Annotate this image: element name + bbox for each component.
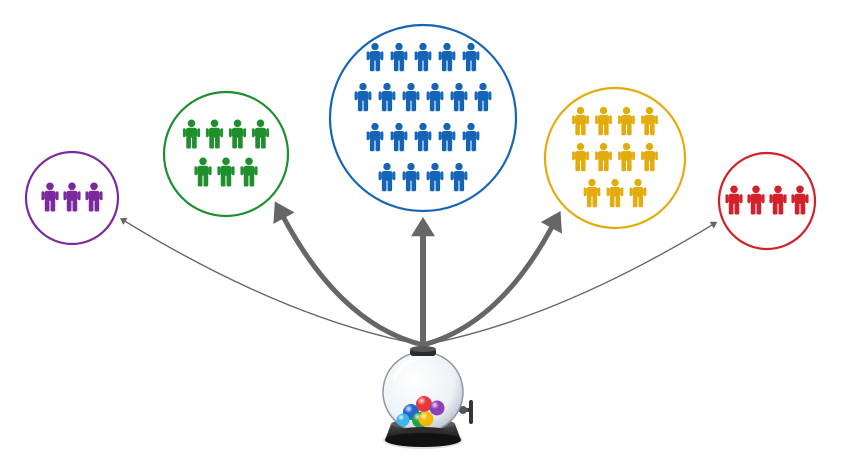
crank-hub xyxy=(459,406,467,414)
person-icon xyxy=(572,106,589,136)
person-icon xyxy=(251,119,270,149)
person-icon xyxy=(354,82,372,112)
person-icon xyxy=(769,185,787,215)
group-circle-blue xyxy=(328,23,518,213)
person-icon xyxy=(583,178,601,208)
person-icon xyxy=(85,182,103,212)
person-icon xyxy=(462,42,480,72)
crank-handle-icon xyxy=(469,400,473,424)
arrows xyxy=(119,201,718,348)
person-icon xyxy=(450,162,468,192)
arrowhead-green xyxy=(273,201,295,224)
person-icon xyxy=(725,185,743,215)
person-icon xyxy=(63,182,81,212)
person-icon xyxy=(438,122,456,152)
group-circle-red xyxy=(717,151,817,251)
person-icon xyxy=(438,42,456,72)
person-icon xyxy=(390,122,408,152)
person-icon xyxy=(595,106,612,136)
arrowhead-blue xyxy=(411,217,435,237)
machine-base-bottom xyxy=(385,433,461,447)
person-icon xyxy=(450,82,468,112)
glass-highlight xyxy=(393,356,419,380)
person-icon xyxy=(41,182,59,212)
person-icon xyxy=(791,185,809,215)
person-icon xyxy=(228,119,247,149)
person-icon xyxy=(240,157,258,187)
person-icon xyxy=(641,142,658,172)
person-icon xyxy=(618,106,635,136)
lottery-machine xyxy=(382,346,473,449)
person-icon xyxy=(390,42,408,72)
person-icon xyxy=(366,42,384,72)
person-icon xyxy=(194,157,212,187)
person-icon xyxy=(747,185,765,215)
person-icon xyxy=(426,82,444,112)
arrowhead-yellow xyxy=(540,211,562,234)
group-circles xyxy=(24,23,817,251)
arrowhead-red xyxy=(709,221,718,229)
group-purple xyxy=(24,150,120,246)
person-icon xyxy=(414,122,432,152)
person-icon xyxy=(205,119,224,149)
person-icon xyxy=(402,162,420,192)
group-circle-green xyxy=(162,90,290,218)
person-icon xyxy=(217,157,235,187)
arrow-purple xyxy=(124,220,424,346)
person-icon xyxy=(595,142,612,172)
machine-cap-top xyxy=(410,346,436,352)
group-circle-yellow xyxy=(543,86,687,230)
person-icon xyxy=(182,119,201,149)
arrowhead-purple xyxy=(119,218,128,225)
person-icon xyxy=(378,82,396,112)
person-icon xyxy=(474,82,492,112)
person-icon xyxy=(414,42,432,72)
person-icon xyxy=(402,82,420,112)
arrow-yellow xyxy=(420,225,554,348)
person-icon xyxy=(641,106,658,136)
person-icon xyxy=(462,122,480,152)
person-icon xyxy=(629,178,647,208)
machine-neck xyxy=(401,427,445,433)
group-red xyxy=(717,151,817,251)
group-blue xyxy=(328,23,518,213)
person-icon xyxy=(378,162,396,192)
person-icon xyxy=(366,122,384,152)
arrow-red xyxy=(422,224,713,346)
group-green xyxy=(162,90,290,218)
group-yellow xyxy=(543,86,687,230)
person-icon xyxy=(618,142,635,172)
person-icon xyxy=(572,142,589,172)
person-icon xyxy=(606,178,624,208)
person-icon xyxy=(426,162,444,192)
arrow-green xyxy=(281,215,426,348)
